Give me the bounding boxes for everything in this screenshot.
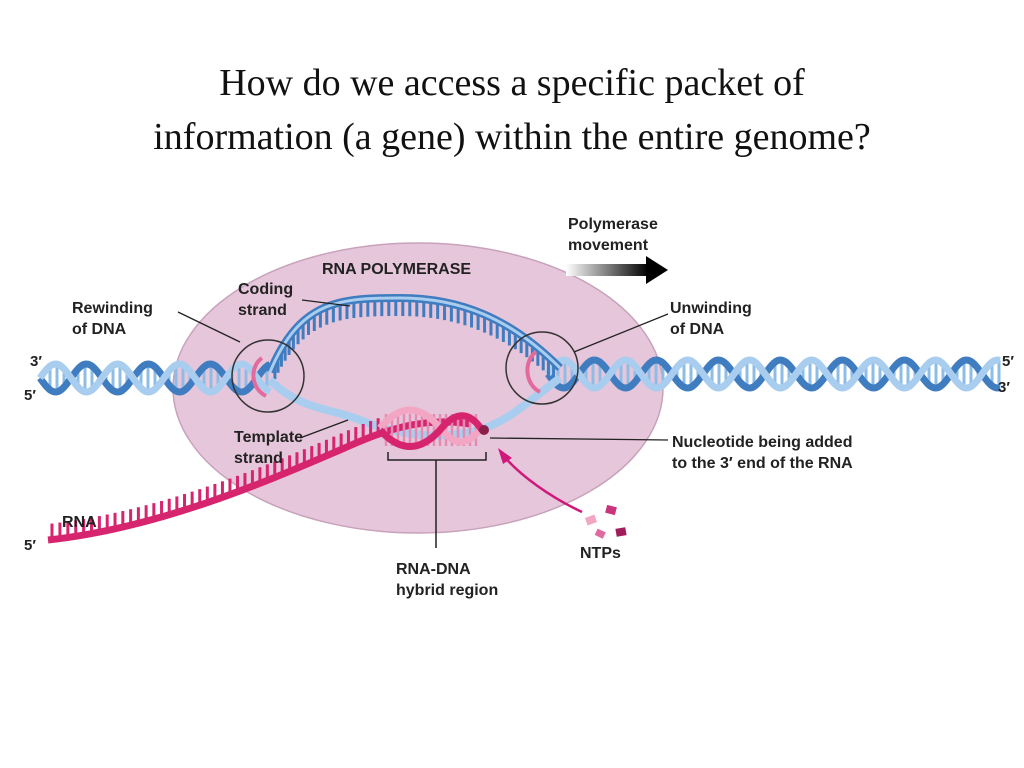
- left-5-prime-end: 5′: [24, 387, 36, 404]
- coding-strand: [266, 293, 563, 380]
- rna-dna-hybrid: [377, 406, 489, 450]
- left-dna-strand-2: [37, 360, 272, 396]
- title-line-2: information (a gene) within the entire g…: [153, 116, 871, 158]
- unwinding-label-line2: of DNA: [670, 321, 725, 338]
- leader-lines: [177, 299, 669, 441]
- template-strand-label-line2: strand: [234, 450, 283, 467]
- rna-label: RNA: [62, 514, 97, 531]
- right-dna-duplex: [545, 356, 1001, 392]
- rewinding-label-line2: of DNA: [72, 321, 127, 338]
- coding-strand-label-line2: strand: [238, 302, 287, 319]
- slide-title: How do we access a specific packet of in…: [0, 56, 1024, 164]
- ntp-molecules: [584, 504, 627, 539]
- coding-strand-label-line1: Coding: [238, 281, 293, 298]
- hybrid-region-label-line2: hybrid region: [396, 582, 498, 599]
- polymerase-movement-label-line2: movement: [568, 237, 649, 254]
- left-dna-strand-1: [37, 360, 272, 396]
- nucleotide-added-label-line2: to the 3′ end of the RNA: [672, 455, 853, 472]
- rewinding-circle: [231, 339, 305, 413]
- right-dna-strand-2: [545, 356, 1001, 392]
- ntp-arrow: [501, 453, 583, 514]
- unwinding-label-line1: Unwinding: [670, 300, 752, 317]
- ntps-label: NTPs: [580, 545, 621, 562]
- title-line-1: How do we access a specific packet of: [219, 62, 805, 104]
- polymerase-movement-label-line1: Polymerase: [568, 216, 658, 233]
- rewinding-label-line1: Rewinding: [72, 300, 153, 317]
- hybrid-region-label-line1: RNA-DNA: [396, 561, 471, 578]
- hybrid-region-bracket: [387, 452, 487, 548]
- unwinding-circle: [505, 331, 579, 405]
- rewinding-rotation-icon: [251, 356, 268, 398]
- rna-5-prime-end: 5′: [24, 537, 36, 554]
- left-3-prime-end: 3′: [30, 353, 42, 370]
- rna-polymerase-label: RNA POLYMERASE: [322, 261, 471, 278]
- unwinding-rotation-icon: [525, 350, 542, 394]
- ntp-arrowhead: [498, 448, 512, 464]
- template-strand-label-line1: Template: [234, 429, 303, 446]
- right-3-prime-end: 3′: [998, 379, 1010, 396]
- right-dna-strand-1: [545, 356, 1001, 392]
- nucleotide-added-label-line1: Nucleotide being added: [672, 434, 852, 451]
- polymerase-movement-arrow: [566, 256, 668, 284]
- right-5-prime-end: 5′: [1002, 353, 1014, 370]
